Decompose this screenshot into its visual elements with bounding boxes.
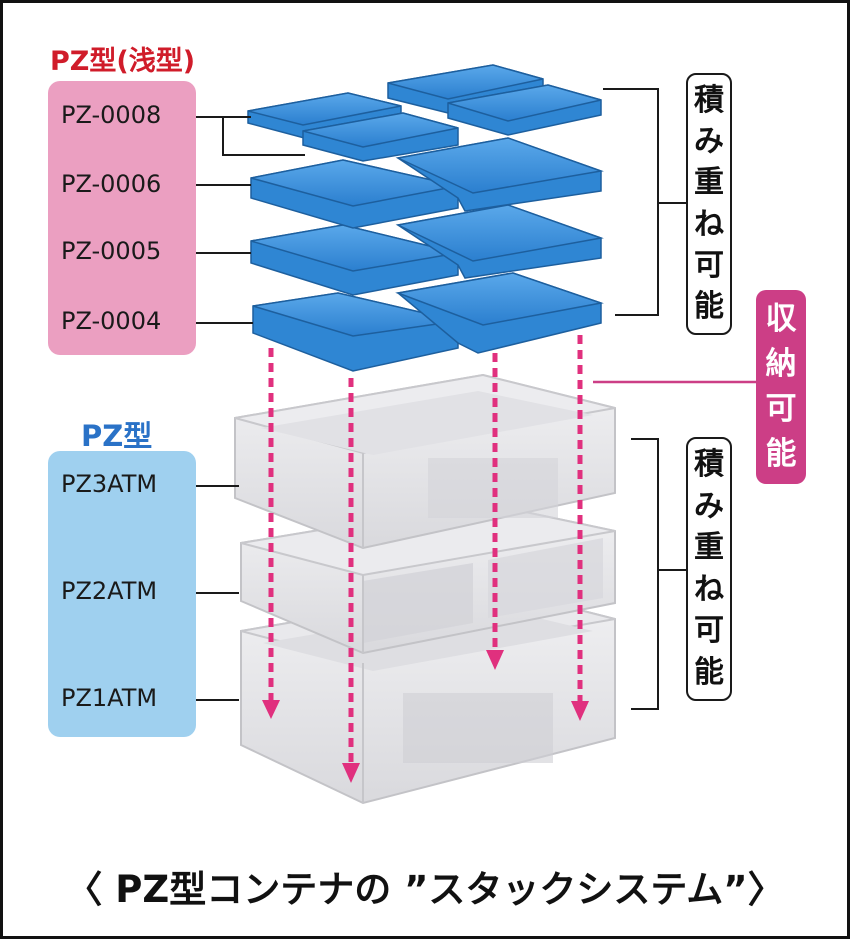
shallow-label-panel bbox=[48, 81, 196, 355]
stackable-label-lower: 積 み 重 ね 可 能 bbox=[686, 437, 732, 701]
model-label-pz2atm: PZ2ATM bbox=[61, 577, 158, 605]
trays-pz-0008 bbox=[247, 64, 602, 162]
stackable-char: 重 bbox=[694, 530, 724, 566]
bracket-lower bbox=[631, 438, 686, 710]
model-label-pz1atm: PZ1ATM bbox=[61, 684, 158, 712]
model-label-pz-0005: PZ-0005 bbox=[61, 237, 162, 265]
stackable-char: 積 bbox=[694, 447, 724, 483]
shallow-group-title: PZ型(浅型) bbox=[50, 46, 196, 77]
diagram-caption: 〈 PZ型コンテナの ”スタックシステム”〉 bbox=[65, 868, 785, 911]
model-label-pz-0004: PZ-0004 bbox=[61, 307, 162, 335]
stack-illustration bbox=[195, 64, 756, 805]
trays-pz-0005 bbox=[250, 204, 604, 296]
stackable-char: 可 bbox=[694, 247, 724, 283]
leader-lines bbox=[195, 116, 305, 701]
stackable-char: 可 bbox=[694, 613, 724, 649]
stackable-char: ね bbox=[694, 206, 724, 242]
storable-char: 能 bbox=[765, 436, 797, 472]
model-label-pz-0008: PZ-0008 bbox=[61, 101, 162, 129]
storable-char: 納 bbox=[765, 346, 797, 382]
storable-char: 収 bbox=[765, 301, 797, 337]
bracket-upper bbox=[603, 88, 686, 316]
deep-group-title: PZ型 bbox=[81, 419, 153, 453]
model-label-pz3atm: PZ3ATM bbox=[61, 470, 158, 498]
arrow-heads bbox=[262, 650, 589, 783]
stackable-char: 能 bbox=[694, 288, 724, 324]
container-pz2atm bbox=[240, 501, 616, 655]
container-pz3atm bbox=[234, 373, 616, 550]
stackable-char: 積 bbox=[694, 83, 724, 119]
stackable-char: 重 bbox=[694, 165, 724, 201]
storable-char: 可 bbox=[765, 391, 797, 427]
trays-pz-0006 bbox=[250, 137, 604, 229]
stackable-label-upper: 積 み 重 ね 可 能 bbox=[686, 73, 732, 335]
stackable-char: み bbox=[694, 488, 724, 524]
stackable-char: 能 bbox=[694, 654, 724, 690]
insert-arrows bbox=[268, 335, 583, 765]
trays-pz-0004 bbox=[252, 272, 604, 372]
stackable-char: み bbox=[694, 124, 724, 160]
storable-badge: 収 納 可 能 bbox=[756, 290, 806, 484]
deep-label-panel bbox=[48, 451, 196, 737]
stackable-char: ね bbox=[694, 571, 724, 607]
model-label-pz-0006: PZ-0006 bbox=[61, 170, 162, 198]
